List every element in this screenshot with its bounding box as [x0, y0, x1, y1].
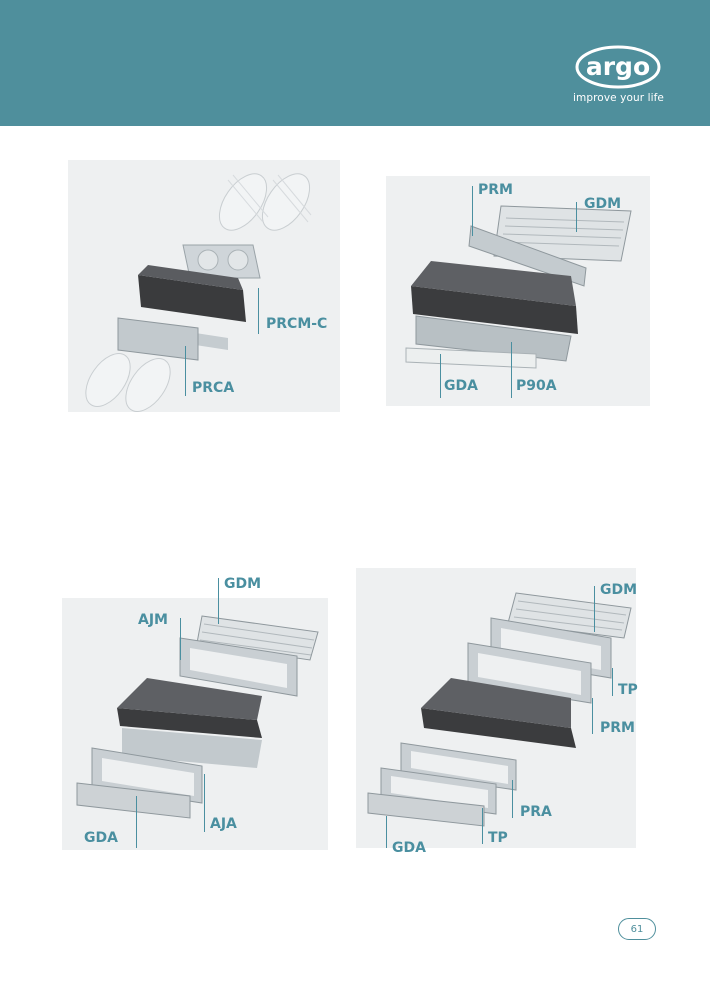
label-prca: PRCA: [192, 380, 235, 396]
leader-line: [592, 698, 593, 734]
label-gda: GDA: [84, 830, 118, 846]
figure-floor-unit-adapters: GDM AJM AJA GDA: [62, 576, 328, 850]
leader-line: [576, 202, 577, 232]
leader-line: [386, 816, 387, 848]
label-pra: PRA: [520, 804, 552, 820]
label-prcm-c: PRCM-C: [266, 316, 328, 332]
leader-line: [512, 780, 513, 818]
figure-1-illustration: [85, 173, 312, 412]
figure-4-illustration: [367, 592, 632, 827]
label-tp: TP: [488, 830, 508, 846]
logo-text: argo: [586, 52, 650, 81]
label-gdm: GDM: [584, 196, 622, 212]
page-number: 61: [618, 918, 656, 940]
leader-line: [482, 808, 483, 844]
leader-line: [218, 578, 219, 624]
leader-line: [185, 346, 186, 396]
leader-line: [472, 186, 473, 236]
leader-line: [204, 774, 205, 832]
label-ajm: AJM: [138, 612, 168, 628]
figure-2-illustration: [405, 205, 632, 369]
figure-floor-unit-panels: GDM TP PRM PRA TP GDA: [356, 568, 638, 856]
label-prm: PRM: [478, 182, 513, 198]
label-prm: PRM: [600, 720, 635, 736]
label-tp: TP: [618, 682, 638, 698]
leader-line: [136, 796, 137, 848]
figure-ducted-unit-plenum: PRCM-C PRCA: [68, 160, 340, 412]
leader-line: [440, 354, 441, 398]
argo-logo: argo: [575, 45, 661, 89]
leader-line: [594, 586, 595, 632]
figure-ducted-unit-grilles: PRM GDM GDA P90A: [386, 176, 650, 406]
header-banner: argo improve your life: [0, 0, 710, 126]
leader-line: [180, 618, 181, 660]
leader-line: [612, 668, 613, 696]
label-gda: GDA: [444, 378, 478, 394]
leader-line: [258, 288, 259, 334]
label-gdm: GDM: [600, 582, 638, 598]
figure-3-illustration: [76, 615, 319, 819]
leader-line: [511, 342, 512, 398]
label-gda: GDA: [392, 840, 426, 856]
label-aja: AJA: [210, 816, 237, 832]
tagline: improve your life: [573, 92, 664, 104]
label-gdm: GDM: [224, 576, 262, 592]
label-p90a: P90A: [516, 378, 557, 394]
